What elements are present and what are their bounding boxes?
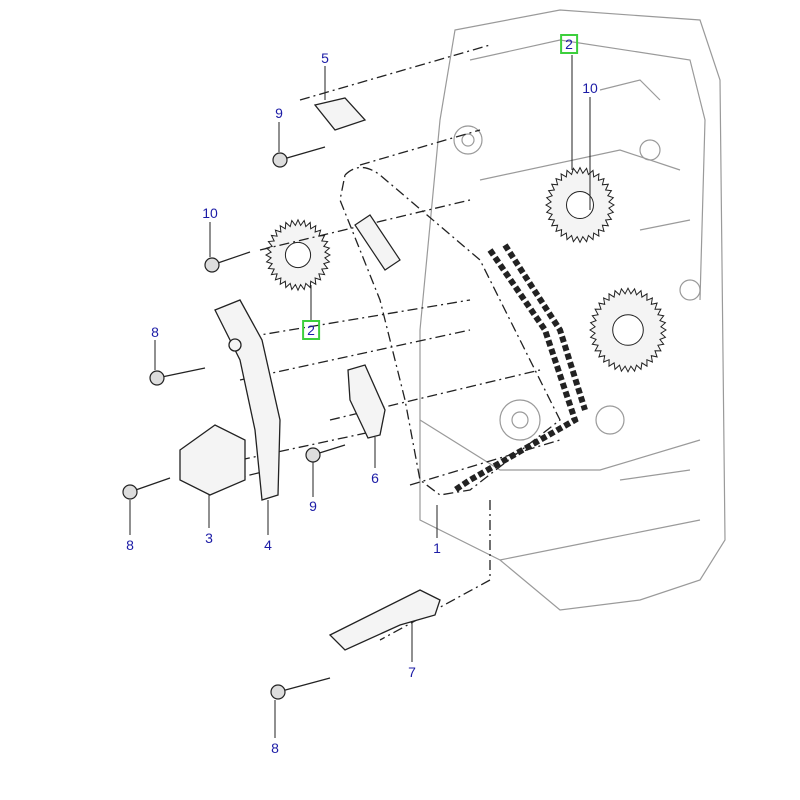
- chain-guide-6: [347, 364, 386, 439]
- bracket-5: [313, 97, 367, 131]
- callout-10[interactable]: 10: [202, 205, 218, 221]
- tensioner-arm-4: [214, 299, 281, 501]
- leader-lines: [129, 55, 591, 738]
- callout-2-highlighted[interactable]: 2: [560, 34, 578, 54]
- callout-10[interactable]: 10: [582, 80, 598, 96]
- callout-8[interactable]: 8: [151, 324, 159, 340]
- callout-9[interactable]: 9: [275, 105, 283, 121]
- sprocket-hub: [566, 191, 594, 219]
- bolts: [122, 146, 346, 700]
- callout-5[interactable]: 5: [321, 50, 329, 66]
- tensioner-3: [179, 424, 246, 496]
- upper-chain-guide: [354, 214, 401, 271]
- sprocket-hub: [612, 314, 644, 346]
- callout-4[interactable]: 4: [264, 537, 272, 553]
- callout-6[interactable]: 6: [371, 470, 379, 486]
- callout-2-highlighted[interactable]: 2: [302, 320, 320, 340]
- lower-chain-guide-7: [328, 589, 441, 651]
- callout-8[interactable]: 8: [126, 537, 134, 553]
- callout-7[interactable]: 7: [408, 664, 416, 680]
- sprocket-hub: [284, 241, 312, 269]
- callout-8[interactable]: 8: [271, 740, 279, 756]
- timing-chain: [453, 243, 588, 493]
- callout-9[interactable]: 9: [309, 498, 317, 514]
- callout-3[interactable]: 3: [205, 530, 213, 546]
- engine-block: [419, 9, 726, 611]
- callout-1[interactable]: 1: [433, 540, 441, 556]
